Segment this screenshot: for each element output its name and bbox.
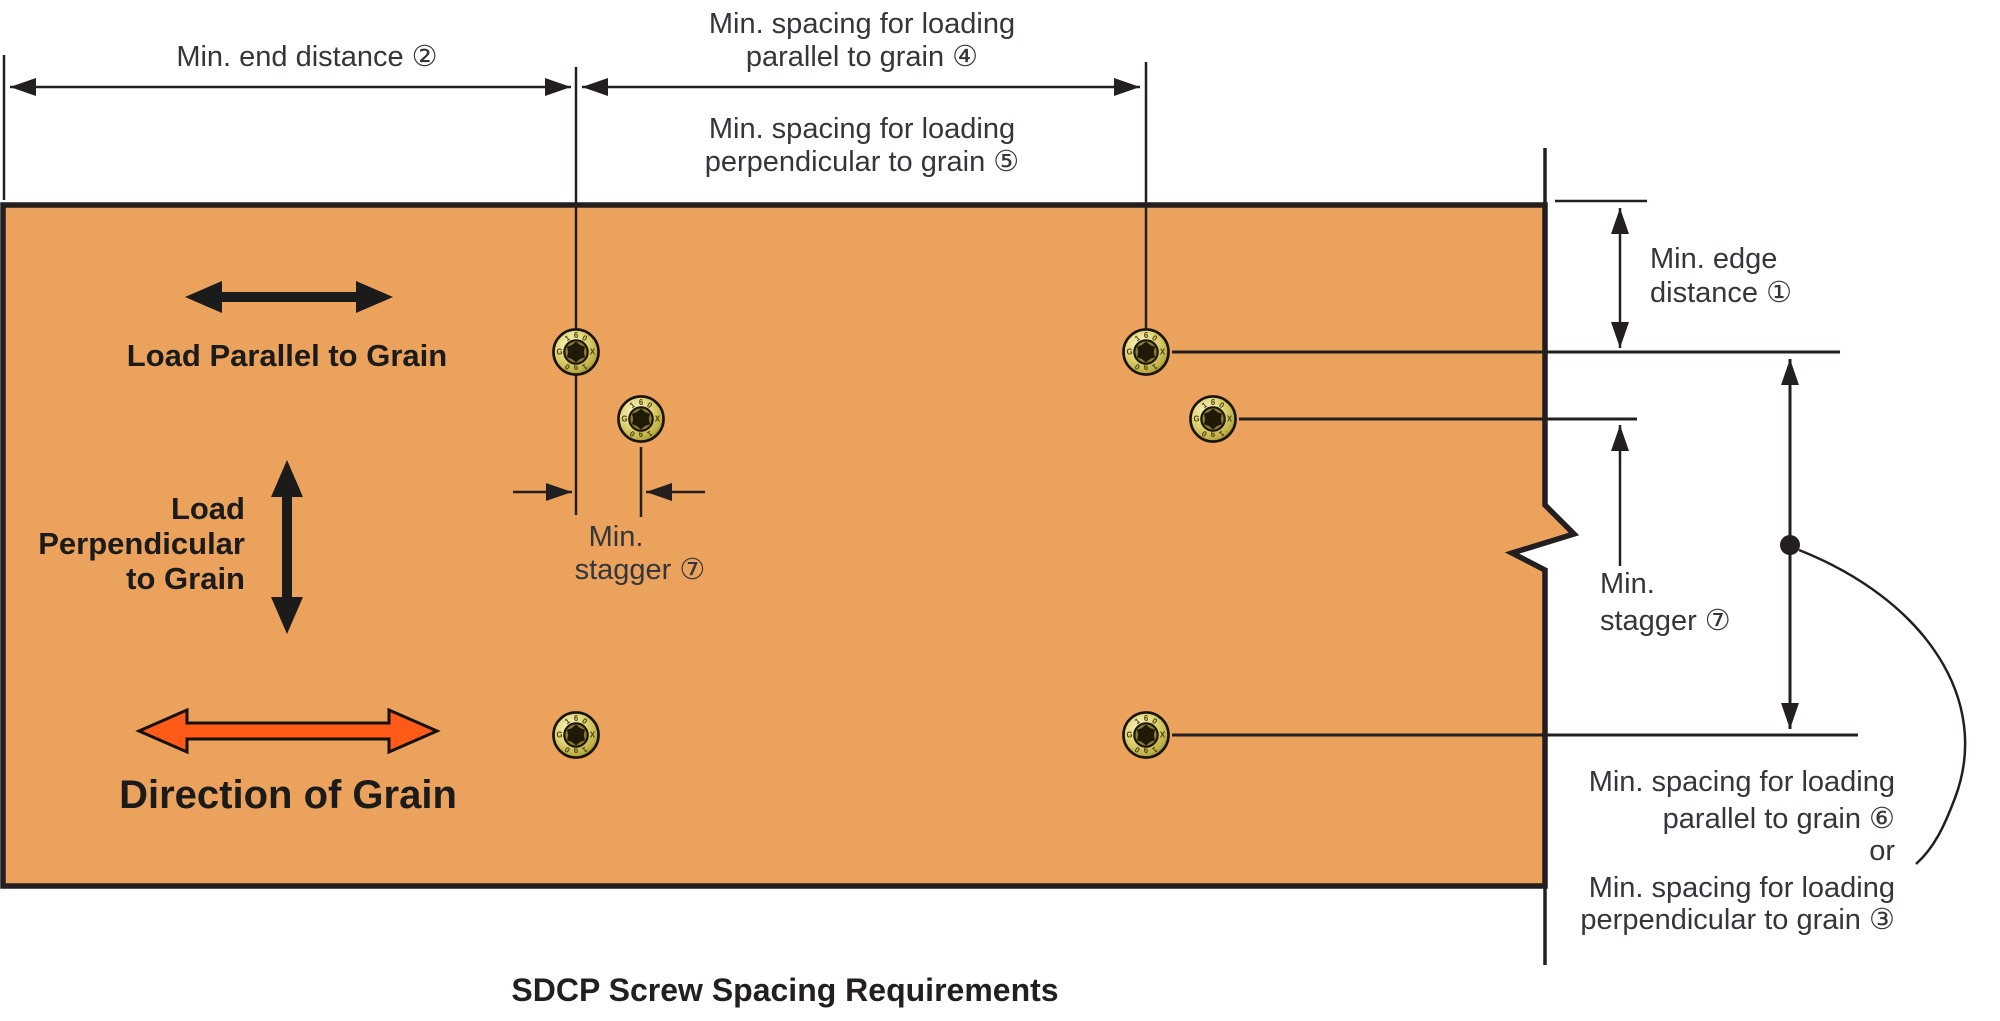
- load-parallel-arrow-icon: [185, 281, 393, 313]
- screw-row2-col-d: [1189, 395, 1237, 443]
- label-load-parallel: Load Parallel to Grain: [127, 338, 447, 373]
- dimension-dot: [1780, 535, 1800, 555]
- screw-row1-col-c: [1122, 328, 1170, 376]
- label-spacing-right-or: or: [1869, 835, 1895, 867]
- load-perpendicular-arrow-icon: [271, 460, 303, 634]
- label-spacing-perpendicular-top-line1: Min. spacing for loading: [709, 113, 1015, 145]
- label-spacing-parallel-top-line2: parallel to grain ④: [746, 41, 978, 73]
- label-load-perpendicular-line2: Perpendicular: [38, 526, 245, 561]
- label-spacing-perpendicular-top-line2: perpendicular to grain ⑤: [705, 146, 1020, 178]
- board-edge-break-icon: [1507, 503, 1578, 572]
- label-direction-of-grain: Direction of Grain: [119, 773, 457, 817]
- direction-of-grain-arrow-icon: [135, 707, 441, 755]
- label-spacing-right-line2: parallel to grain ⑥: [1663, 803, 1895, 835]
- label-stagger-left-line1: Min.: [589, 521, 644, 553]
- callout-arc: [1798, 548, 1967, 865]
- label-spacing-right-line1: Min. spacing for loading: [1589, 766, 1895, 798]
- label-load-perpendicular-line3: to Grain: [126, 561, 245, 596]
- label-spacing-right-line3: Min. spacing for loading: [1589, 872, 1895, 904]
- label-stagger-right-line2: stagger ⑦: [1600, 605, 1731, 637]
- label-load-perpendicular-line1: Load: [171, 491, 245, 526]
- label-edge-distance-line1: Min. edge: [1650, 243, 1777, 275]
- screw-row2-col-b: [617, 395, 665, 443]
- label-edge-distance-line2: distance ①: [1650, 277, 1792, 309]
- label-spacing-right-line4: perpendicular to grain ③: [1580, 904, 1895, 936]
- screw-row1-col-a: [552, 328, 600, 376]
- label-spacing-parallel-top-line1: Min. spacing for loading: [709, 8, 1015, 40]
- label-stagger-right-line1: Min.: [1600, 568, 1655, 600]
- label-stagger-left-line2: stagger ⑦: [575, 554, 706, 586]
- screw-row3-col-c: [1122, 711, 1170, 759]
- diagram-title: SDCP Screw Spacing Requirements: [511, 972, 1058, 1008]
- screw-row3-col-a: [552, 711, 600, 759]
- label-end-distance: Min. end distance ②: [176, 41, 437, 73]
